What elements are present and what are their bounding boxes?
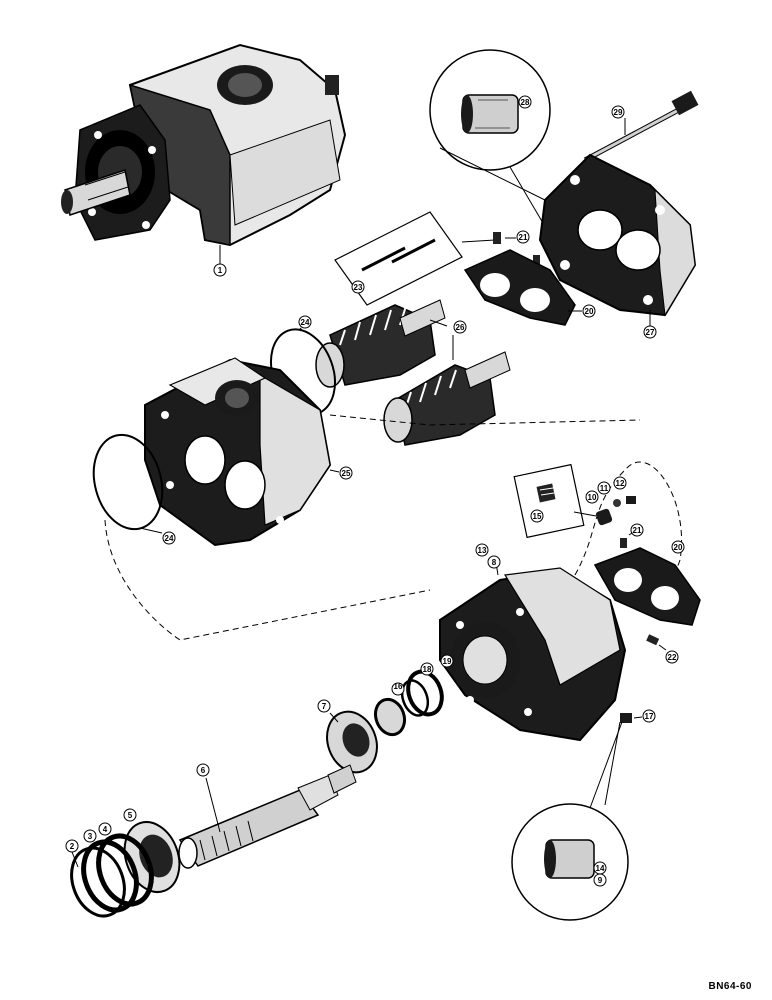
seal-stack (70, 821, 181, 918)
callout-3 (83, 829, 97, 843)
callout-28-label: 28 (521, 98, 530, 107)
callout-24-lower-label: 24 (165, 534, 174, 543)
callout-17 (642, 709, 656, 723)
callout-21-top (516, 230, 530, 244)
callout-4-label: 4 (103, 825, 108, 834)
callout-11 (597, 481, 611, 495)
callout-1-top-label: 1 (218, 266, 223, 275)
callout-5 (123, 808, 137, 822)
callout-13 (475, 543, 489, 557)
callout-25-label: 25 (342, 469, 351, 478)
callout-1-top (213, 263, 227, 277)
callout-5-label: 5 (128, 811, 133, 820)
callout-27 (643, 325, 657, 339)
callout-23-label: 23 (354, 283, 363, 292)
assembled-pump (61, 43, 347, 247)
callout-8-cover-label: 8 (492, 558, 497, 567)
callout-20-top-label: 20 (585, 307, 594, 316)
callout-6 (196, 763, 210, 777)
driven-gear-26 (383, 351, 511, 446)
callout-7 (317, 699, 331, 713)
callout-21-lower (630, 523, 644, 537)
drive-gear-26 (315, 299, 446, 388)
callout-9-label: 9 (598, 876, 603, 885)
wear-plate-20-lower (593, 547, 701, 626)
callout-24-lower (162, 531, 176, 545)
callout-12-label: 12 (616, 479, 625, 488)
callout-22 (665, 650, 679, 664)
wear-plate-20-top (463, 249, 576, 326)
pump-body-25 (144, 357, 332, 547)
callout-7-label: 7 (322, 702, 327, 711)
seal-7 (326, 710, 378, 774)
back-cover-27 (538, 153, 697, 317)
callout-18-label: 18 (423, 665, 432, 674)
callout-14-label: 14 (596, 864, 605, 873)
callout-21-lower-label: 21 (633, 526, 642, 535)
ring-16 (373, 697, 407, 737)
callout-20-lower (671, 540, 685, 554)
ring-18 (400, 679, 430, 717)
callout-22-label: 22 (668, 653, 677, 662)
callout-8-cover (487, 555, 501, 569)
callout-26-label: 26 (456, 323, 465, 332)
callout-16 (391, 682, 405, 696)
callout-21-top-label: 21 (519, 233, 528, 242)
callout-15 (530, 509, 544, 523)
alignment-dash-line (104, 414, 682, 641)
relief-detail-box-15 (513, 463, 585, 539)
bushing-detail-top (429, 49, 551, 171)
callout-15-label: 15 (533, 512, 542, 521)
callout-13-label: 13 (478, 546, 487, 555)
callout-20-lower-label: 20 (674, 543, 683, 552)
callout-19-label: 19 (443, 657, 452, 666)
callout-2 (65, 839, 79, 853)
front-cover-13 (439, 567, 627, 742)
callout-9 (593, 873, 607, 887)
callout-6-label: 6 (201, 766, 206, 775)
callout-24-upper (298, 315, 312, 329)
callout-12 (613, 476, 627, 490)
callout-29-label: 29 (614, 108, 623, 117)
callout-28 (518, 95, 532, 109)
callout-11-label: 11 (600, 484, 609, 493)
callout-20-top (582, 304, 596, 318)
bushing-detail-bottom (511, 803, 629, 921)
bolt-29 (583, 90, 699, 163)
drive-shaft-6 (178, 764, 357, 869)
callout-16-label: 16 (394, 682, 403, 691)
callout-4 (98, 822, 112, 836)
callout-23 (351, 280, 365, 294)
callout-17-label: 17 (645, 712, 654, 721)
callout-3-label: 3 (88, 832, 93, 841)
callout-29 (611, 105, 625, 119)
callout-26 (453, 320, 467, 334)
reference-code: BN64-60 (708, 981, 752, 992)
callout-18 (420, 662, 434, 676)
callout-27-label: 27 (646, 328, 655, 337)
ring-19 (406, 669, 444, 717)
callout-19 (440, 654, 454, 668)
callout-10 (585, 490, 599, 504)
callout-25 (339, 466, 353, 480)
callout-2-label: 2 (70, 842, 75, 851)
callout-10-label: 10 (588, 493, 597, 502)
callout-24-upper-label: 24 (301, 318, 310, 327)
